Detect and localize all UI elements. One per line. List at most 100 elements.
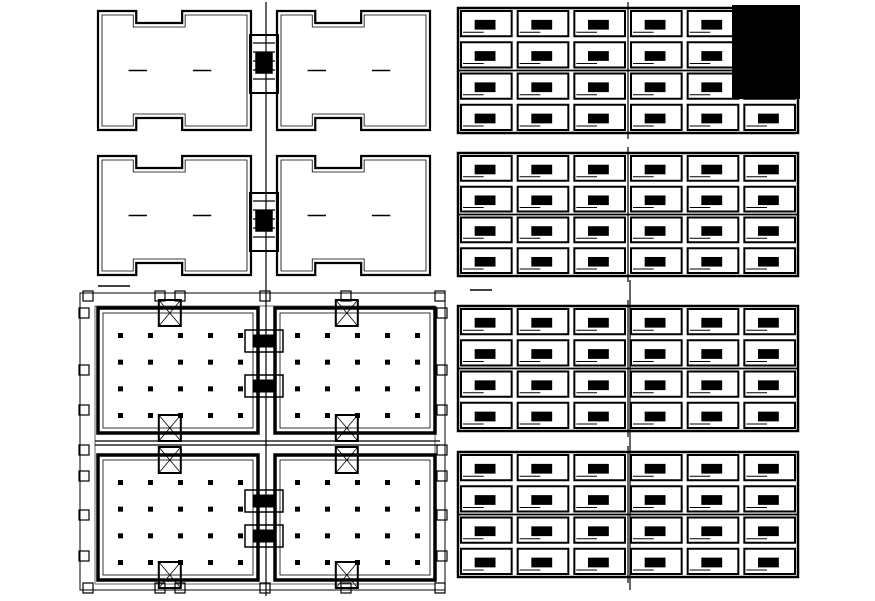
furniture-block [474,411,496,422]
roof-plan-panel [96,2,432,290]
furniture-block [701,51,723,61]
furniture-block [701,557,723,568]
column [208,386,213,392]
furniture-block [644,380,666,391]
column [148,506,153,512]
room-wall [460,216,513,244]
column [178,506,183,512]
furniture-block [531,526,553,537]
column [148,333,153,338]
column [355,386,360,392]
room-wall [686,103,740,131]
room-wall [743,339,796,367]
furniture-block [701,380,723,391]
column [208,560,213,565]
grid-bubble [78,470,90,482]
grid-bubble [78,364,90,376]
column [238,333,243,338]
room-wall [686,485,740,513]
room-wall [573,401,626,429]
room-wall [516,10,570,38]
furniture-block [758,226,779,236]
room-wall [743,216,796,244]
grid-bubble [78,444,90,456]
grid-bubble [259,290,271,302]
room-wall [686,308,740,336]
room-wall [460,339,513,367]
room-wall [630,185,683,213]
floor-plan-upper-panel [456,2,800,291]
furniture-block [588,557,609,568]
column [325,359,330,365]
furniture-block [588,463,609,474]
furniture-block [644,463,666,474]
room-wall [573,72,626,100]
room-wall [686,454,740,482]
furniture-block [474,226,496,236]
furniture-block [474,380,496,391]
column [238,386,243,392]
furniture-block [588,226,609,236]
room-wall [630,401,683,429]
furniture-block [644,349,666,359]
room-wall [516,72,570,100]
grid-bubble [436,307,448,319]
hatched-terrace [732,5,800,99]
furniture-block [758,557,779,568]
column [385,386,390,392]
furniture-block [588,411,609,422]
furniture-block [701,526,723,537]
lift-shaft [252,379,274,393]
furniture-block [701,226,723,236]
column [148,386,153,392]
room-wall [573,308,626,336]
column [325,506,330,512]
column [178,359,183,365]
column [325,413,330,418]
grid-bubble [436,550,448,562]
furniture-block [474,256,496,267]
core-box [334,299,359,327]
room-wall [686,370,740,398]
furniture-block [531,82,553,93]
furniture-block [644,82,666,93]
roof-block-3 [96,154,253,277]
lift-shaft [255,210,273,232]
column [355,506,360,512]
grid-bubble [434,290,446,302]
column [295,386,300,392]
room-wall [686,339,740,367]
furniture-block [588,349,609,359]
furniture-block [588,82,609,93]
room-wall [460,155,513,182]
furniture-block [644,411,666,422]
column [415,413,420,418]
room-wall [516,401,570,429]
room-wall [686,401,740,429]
furniture-block [588,195,609,206]
column-grid-plan-panel [78,290,448,596]
furniture-block [474,557,496,568]
core-cross [158,561,182,589]
furniture-block [644,19,666,30]
room-wall [573,185,626,213]
grid-bubble [434,582,446,594]
furniture-block [531,463,553,474]
room-wall [630,485,683,513]
room-wall [743,370,796,398]
column [238,413,243,418]
column [415,533,420,539]
room-wall [460,485,513,513]
furniture-block [701,411,723,422]
furniture-block [531,19,553,30]
room-wall [460,516,513,544]
furniture-block [644,195,666,206]
furniture-block [474,51,496,61]
slab-edge [279,459,431,576]
column [208,480,213,485]
furniture-block [644,256,666,267]
furniture-block [531,164,553,175]
roof-block-2 [275,9,432,132]
room-wall [630,454,683,482]
room-wall [630,339,683,367]
